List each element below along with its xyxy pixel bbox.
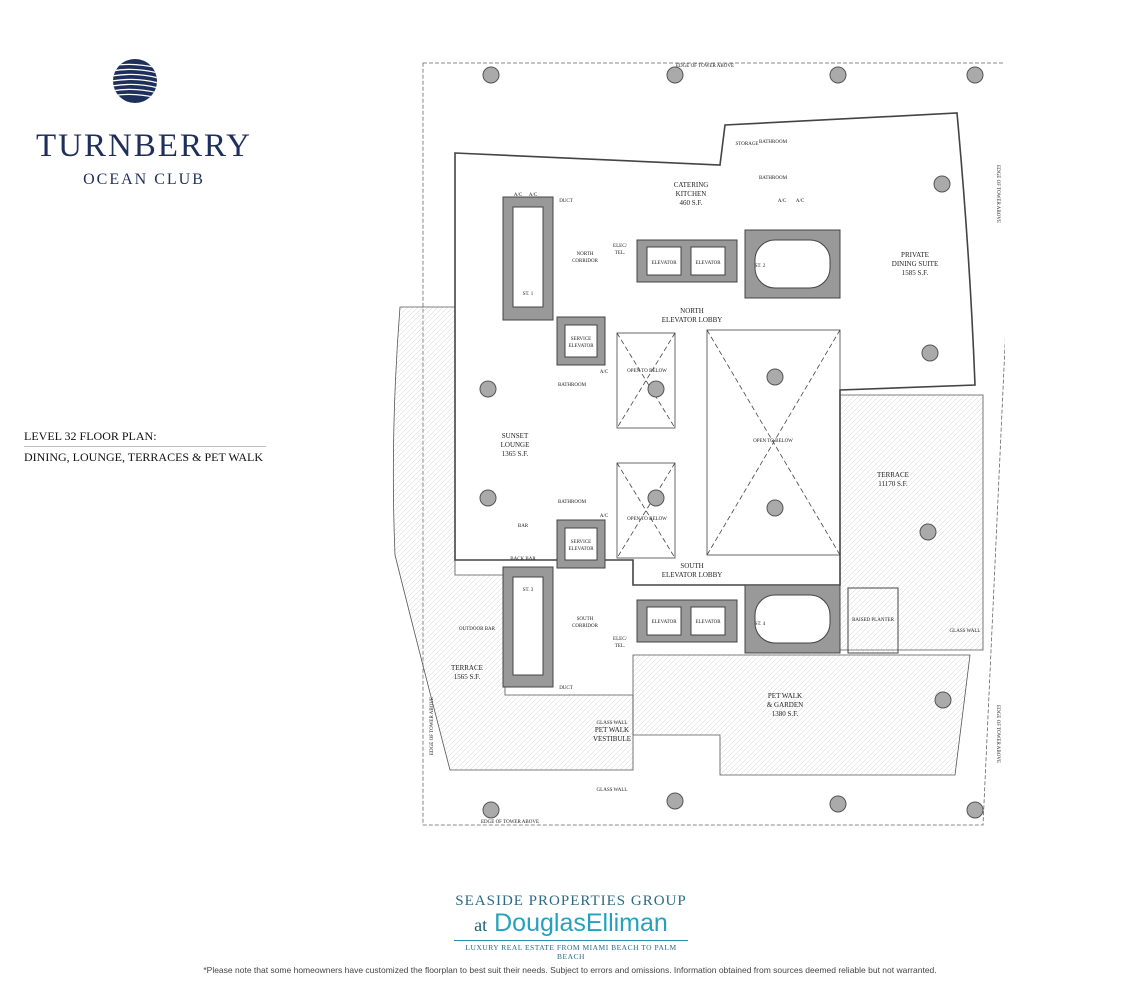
svg-text:SOUTH: SOUTH (577, 617, 594, 622)
svg-text:VESTIBULE: VESTIBULE (593, 735, 631, 743)
catering-label: CATERING (674, 181, 709, 189)
open-to-below-north (616, 332, 676, 429)
svg-text:GLASS WALL: GLASS WALL (597, 788, 628, 793)
plan-title: LEVEL 32 FLOOR PLAN: DINING, LOUNGE, TER… (24, 428, 266, 465)
svg-text:DUCT: DUCT (559, 686, 573, 691)
svg-text:GLASS WALL: GLASS WALL (597, 721, 628, 726)
svg-text:ELEVATOR: ELEVATOR (651, 261, 677, 266)
svg-text:A/C: A/C (600, 370, 609, 375)
sunset-lounge-label: SUNSET (502, 432, 529, 440)
svg-text:ELEC/: ELEC/ (613, 637, 627, 642)
svg-text:STORAGE: STORAGE (736, 142, 759, 147)
svg-text:DINING SUITE: DINING SUITE (892, 260, 938, 268)
svg-text:TEL.: TEL. (615, 644, 625, 649)
svg-text:EDGE OF TOWER ABOVE: EDGE OF TOWER ABOVE (995, 705, 1000, 763)
open-to-below-large (706, 329, 841, 556)
svg-text:11170 S.F.: 11170 S.F. (878, 480, 908, 488)
plan-title-line1: LEVEL 32 FLOOR PLAN: (24, 428, 266, 447)
footer-group-name: SEASIDE PROPERTIES GROUP (455, 893, 687, 909)
svg-text:BACK BAR: BACK BAR (510, 557, 536, 562)
svg-text:ELEVATOR: ELEVATOR (651, 620, 677, 625)
svg-text:1585 S.F.: 1585 S.F. (902, 269, 929, 277)
svg-text:OUTDOOR BAR: OUTDOOR BAR (459, 627, 496, 632)
svg-text:ELEC/: ELEC/ (613, 244, 627, 249)
footer-tagline: LUXURY REAL ESTATE FROM MIAMI BEACH TO P… (454, 940, 688, 961)
svg-text:A/C: A/C (514, 193, 523, 198)
svg-text:SERVICE: SERVICE (571, 540, 591, 545)
tower-edge-outline (422, 62, 1005, 826)
south-lobby-label: SOUTH (680, 562, 703, 570)
svg-text:ST. 3: ST. 3 (523, 588, 534, 593)
svg-text:OPEN TO BELOW: OPEN TO BELOW (627, 369, 667, 374)
svg-text:1380 S.F.: 1380 S.F. (772, 710, 799, 718)
svg-text:A/C: A/C (600, 514, 609, 519)
svg-text:SERVICE: SERVICE (571, 337, 591, 342)
svg-text:A/C: A/C (529, 193, 538, 198)
disclaimer: *Please note that some homeowners have c… (203, 965, 937, 975)
svg-text:EDGE OF TOWER ABOVE: EDGE OF TOWER ABOVE (481, 820, 539, 825)
west-terrace-label: TERRACE (451, 664, 483, 672)
svg-text:TEL.: TEL. (615, 251, 625, 256)
brand-title: TURNBERRY (35, 128, 253, 164)
pet-walk-garden (632, 654, 971, 776)
svg-text:ELEVATOR LOBBY: ELEVATOR LOBBY (662, 571, 723, 579)
svg-text:GLASS WALL: GLASS WALL (950, 629, 981, 634)
north-lobby-label: NORTH (680, 307, 704, 315)
svg-text:BAR: BAR (518, 524, 529, 529)
svg-text:& GARDEN: & GARDEN (767, 701, 803, 709)
svg-text:BATHROOM: BATHROOM (558, 500, 587, 505)
svg-text:CORRIDOR: CORRIDOR (572, 259, 599, 264)
footer-brokerage: at DouglasElliman (474, 909, 668, 937)
svg-text:ELEVATOR LOBBY: ELEVATOR LOBBY (662, 316, 723, 324)
svg-text:DUCT: DUCT (559, 199, 573, 204)
svg-text:NORTH: NORTH (577, 252, 594, 257)
footer-branding: SEASIDE PROPERTIES GROUP at DouglasEllim… (440, 893, 702, 961)
svg-text:ST. 2: ST. 2 (755, 264, 766, 269)
svg-text:LOUNGE: LOUNGE (501, 441, 530, 449)
svg-text:ELEVATOR: ELEVATOR (568, 344, 594, 349)
pet-vestibule-label: PET WALK (595, 726, 629, 734)
svg-text:BATHROOM: BATHROOM (558, 383, 587, 388)
structural-columns (479, 66, 984, 819)
svg-text:A/C: A/C (796, 199, 805, 204)
svg-text:RAISED PLANTER: RAISED PLANTER (852, 618, 894, 623)
east-terrace-label: TERRACE (877, 471, 909, 479)
svg-text:CORRIDOR: CORRIDOR (572, 624, 599, 629)
svg-text:KITCHEN: KITCHEN (676, 190, 707, 198)
svg-text:BATHROOM: BATHROOM (759, 176, 788, 181)
svg-text:OPEN TO BELOW: OPEN TO BELOW (627, 517, 667, 522)
raised-planter (847, 587, 899, 654)
svg-text:EDGE OF TOWER ABOVE: EDGE OF TOWER ABOVE (995, 165, 1000, 223)
open-to-below-south (616, 462, 676, 559)
svg-text:1565 S.F.: 1565 S.F. (454, 673, 481, 681)
plan-title-line2: DINING, LOUNGE, TERRACES & PET WALK (24, 450, 263, 464)
brand-subtitle: OCEAN CLUB (83, 171, 205, 188)
pet-walk-label: PET WALK (768, 692, 802, 700)
svg-text:ELEVATOR: ELEVATOR (695, 261, 721, 266)
svg-text:1365 S.F.: 1365 S.F. (502, 450, 529, 458)
svg-text:ELEVATOR: ELEVATOR (568, 547, 594, 552)
svg-text:ST. 4: ST. 4 (755, 622, 766, 627)
svg-text:EDGE OF TOWER ABOVE: EDGE OF TOWER ABOVE (676, 64, 734, 69)
private-dining-label: PRIVATE (901, 251, 929, 259)
svg-text:ST. 1: ST. 1 (523, 292, 534, 297)
svg-text:BATHROOM: BATHROOM (759, 140, 788, 145)
svg-text:460 S.F.: 460 S.F. (680, 199, 703, 207)
west-terrace (392, 306, 634, 771)
svg-text:OPEN TO BELOW: OPEN TO BELOW (753, 439, 793, 444)
svg-text:A/C: A/C (778, 199, 787, 204)
svg-text:ELEVATOR: ELEVATOR (695, 620, 721, 625)
turnberry-globe-logo-icon (113, 59, 157, 103)
svg-text:EDGE OF TOWER ABOVE: EDGE OF TOWER ABOVE (430, 697, 435, 755)
floor-plan-drawing: CATERING KITCHEN 460 S.F. PRIVATE DINING… (392, 62, 1005, 826)
